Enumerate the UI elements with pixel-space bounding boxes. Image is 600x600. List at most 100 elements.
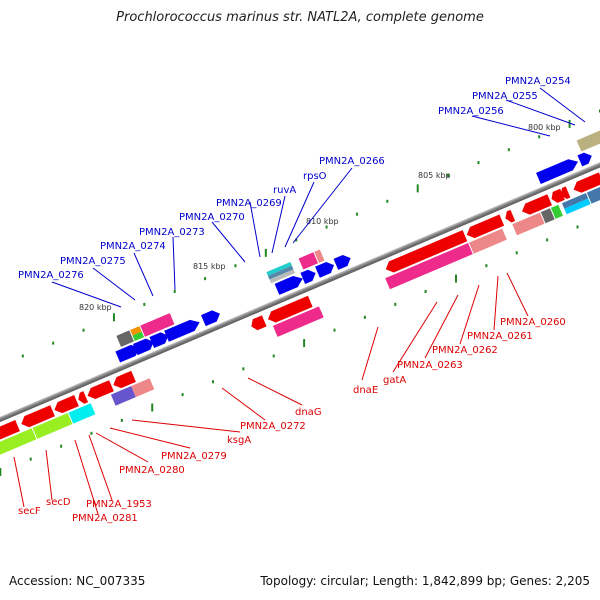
gene-block[interactable]: [131, 378, 155, 398]
minor-tick: [507, 148, 510, 152]
gene-block[interactable]: [385, 243, 473, 290]
gene-label-reverse[interactable]: secF: [18, 506, 41, 517]
gene-block[interactable]: [110, 386, 136, 406]
major-tick: [416, 184, 419, 193]
gene-label-forward[interactable]: PMN2A_0255: [472, 91, 538, 102]
gene-forward[interactable]: [577, 150, 594, 167]
gene-reverse[interactable]: [111, 370, 136, 391]
gene-forward[interactable]: [536, 156, 580, 184]
minor-tick: [538, 135, 541, 139]
gene-label-forward[interactable]: PMN2A_0270: [179, 212, 245, 223]
major-tick: [112, 313, 115, 322]
gene-block[interactable]: [266, 261, 292, 276]
gene-block[interactable]: [0, 428, 37, 458]
kbp-label: 800 kbp: [528, 123, 561, 132]
gene-block[interactable]: [68, 403, 96, 424]
gene-block[interactable]: [272, 306, 324, 337]
gene-forward[interactable]: [315, 260, 336, 278]
gene-block[interactable]: [298, 252, 319, 270]
gene-label-forward[interactable]: PMN2A_0254: [505, 76, 571, 87]
gene-label-reverse[interactable]: PMN2A_0281: [72, 513, 138, 524]
gene-reverse[interactable]: [85, 380, 114, 401]
gene-forward[interactable]: [164, 317, 202, 342]
gene-label-forward[interactable]: PMN2A_0274: [100, 241, 166, 252]
minor-tick: [60, 444, 63, 448]
minor-tick: [52, 341, 55, 345]
gene-block[interactable]: [269, 269, 296, 284]
gene-reverse[interactable]: [558, 186, 571, 200]
gene-block[interactable]: [140, 313, 175, 337]
gene-forward[interactable]: [201, 308, 222, 327]
gene-block[interactable]: [116, 330, 134, 347]
minor-tick: [394, 302, 397, 306]
minor-tick: [90, 431, 93, 435]
gene-block[interactable]: [586, 182, 600, 204]
gene-label-reverse[interactable]: dnaE: [353, 385, 378, 396]
gene-label-forward[interactable]: ruvA: [273, 185, 296, 196]
gene-label-forward[interactable]: PMN2A_0276: [18, 270, 84, 281]
gene-block[interactable]: [468, 228, 507, 254]
minor-tick: [355, 212, 358, 216]
gene-reverse[interactable]: [383, 230, 468, 275]
gene-forward[interactable]: [300, 267, 318, 284]
gene-forward[interactable]: [115, 342, 141, 363]
gene-label-forward[interactable]: PMN2A_0256: [438, 106, 504, 117]
minor-tick: [386, 199, 389, 203]
gene-label-reverse[interactable]: secD: [46, 497, 71, 508]
gene-block[interactable]: [130, 326, 142, 336]
gene-block[interactable]: [512, 212, 545, 236]
gene-label-reverse[interactable]: PMN2A_0280: [119, 465, 185, 476]
gene-reverse[interactable]: [520, 194, 552, 217]
minor-tick: [82, 328, 85, 332]
gene-reverse[interactable]: [464, 214, 505, 241]
gene-block[interactable]: [32, 413, 73, 439]
gene-reverse[interactable]: [0, 420, 20, 445]
gene-label-forward[interactable]: PMN2A_0273: [139, 227, 205, 238]
gene-block[interactable]: [267, 265, 294, 280]
gene-block[interactable]: [540, 208, 555, 224]
gene-reverse[interactable]: [76, 391, 89, 405]
gene-block[interactable]: [132, 331, 145, 342]
gene-reverse[interactable]: [249, 315, 267, 332]
gene-label-reverse[interactable]: PMN2A_0263: [397, 360, 463, 371]
minor-tick: [477, 161, 480, 165]
minor-tick: [546, 238, 549, 242]
gene-label-forward[interactable]: PMN2A_0266: [319, 156, 385, 167]
gene-label-forward[interactable]: rpsO: [303, 171, 327, 182]
gene-label-reverse[interactable]: PMN2A_0260: [500, 317, 566, 328]
gene-label-reverse[interactable]: PMN2A_0261: [467, 331, 533, 342]
gene-label-reverse[interactable]: PMN2A_1953: [86, 499, 152, 510]
major-tick: [303, 339, 306, 348]
gene-block[interactable]: [550, 204, 563, 219]
gene-block[interactable]: [314, 249, 325, 263]
gene-label-reverse[interactable]: PMN2A_0272: [240, 421, 306, 432]
gene-forward[interactable]: [274, 273, 305, 295]
accession-text: Accession: NC_007335: [9, 574, 146, 588]
gene-forward[interactable]: [132, 336, 156, 356]
gene-reverse[interactable]: [52, 395, 79, 415]
minor-tick: [143, 302, 146, 306]
gene-label-reverse[interactable]: PMN2A_0279: [161, 451, 227, 462]
minor-tick: [447, 173, 450, 177]
minor-tick: [21, 354, 24, 358]
gene-label-reverse[interactable]: gatA: [383, 375, 406, 386]
gene-label-reverse[interactable]: dnaG: [295, 407, 322, 418]
gene-label-forward[interactable]: PMN2A_0269: [216, 198, 282, 209]
reverse-leaders: [13, 272, 529, 515]
gene-reverse[interactable]: [571, 172, 600, 195]
gene-label-forward[interactable]: PMN2A_0275: [60, 256, 126, 267]
gene-reverse[interactable]: [503, 209, 516, 224]
minor-tick: [598, 109, 600, 113]
gene-forward[interactable]: [149, 330, 170, 349]
gene-block[interactable]: [576, 130, 600, 152]
gene-reverse[interactable]: [266, 295, 313, 325]
genome-title: Prochlorococcus marinus str. NATL2A, com…: [116, 10, 484, 25]
gene-label-reverse[interactable]: PMN2A_0262: [432, 345, 498, 356]
gene-block[interactable]: [564, 198, 591, 215]
gene-label-reverse[interactable]: ksgA: [227, 435, 251, 446]
gene-block[interactable]: [561, 193, 589, 209]
major-tick: [151, 403, 154, 412]
forward-genes: [115, 130, 600, 363]
gene-forward[interactable]: [333, 253, 353, 270]
gene-reverse[interactable]: [19, 405, 55, 429]
